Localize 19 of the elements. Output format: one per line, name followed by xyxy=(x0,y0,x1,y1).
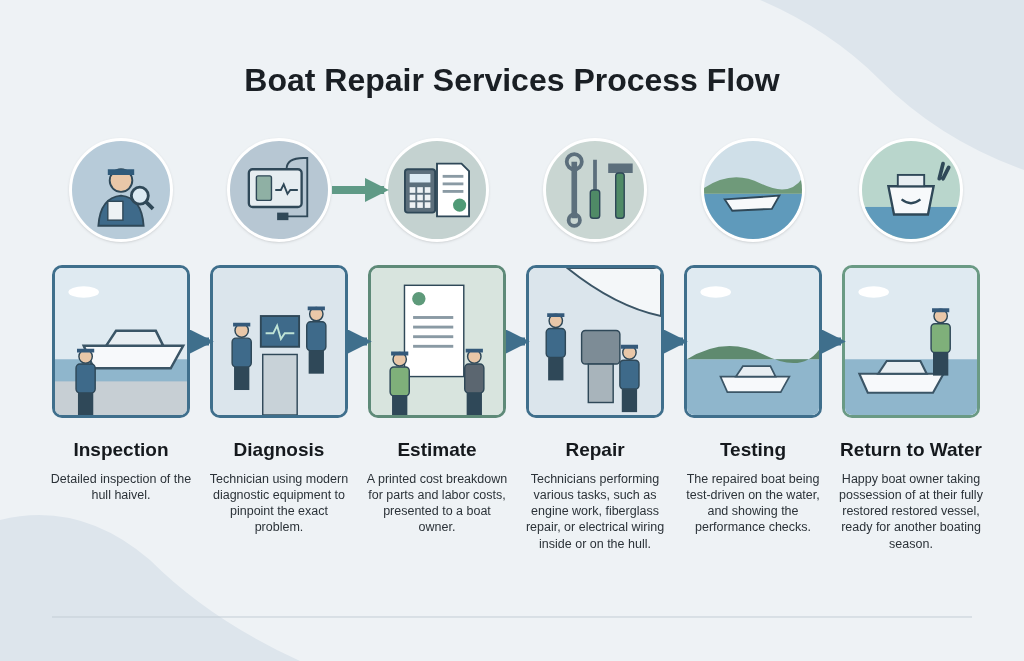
step-title: Return to Water xyxy=(839,438,983,462)
arrow xyxy=(332,178,389,202)
title: Boat Repair Services Process Flow xyxy=(243,61,781,100)
step-title: Inspection xyxy=(73,438,169,462)
step-title: Estimate xyxy=(397,438,477,462)
step-description: A printed cost breakdown for parts and labor costs, presented to a boat owner. xyxy=(365,470,509,536)
arrow xyxy=(821,329,846,354)
step-description: Technician using modern diagnostic equipment to pinpoint the exact problem. xyxy=(208,470,350,536)
step-description: Technicians performing various tasks, such as engine work, fiberglass repair, or electrical wiring inside or on the hull. xyxy=(524,470,666,552)
step-description: Happy boat owner taking possession of at their fully restored restored vessel, ready for another boating season. xyxy=(838,470,984,552)
arrow xyxy=(189,329,214,354)
step-title: Testing xyxy=(719,438,787,462)
step-description: Detailed inspection of the hull haivel. xyxy=(49,470,193,503)
arrow xyxy=(347,329,372,354)
arrow xyxy=(505,329,530,354)
step-title: Diagnosis xyxy=(233,438,325,462)
arrow xyxy=(663,329,688,354)
step-title: Repair xyxy=(565,438,625,462)
step-description: The repaired boat being test-driven on the water, and showing the performance checks. xyxy=(685,470,821,536)
